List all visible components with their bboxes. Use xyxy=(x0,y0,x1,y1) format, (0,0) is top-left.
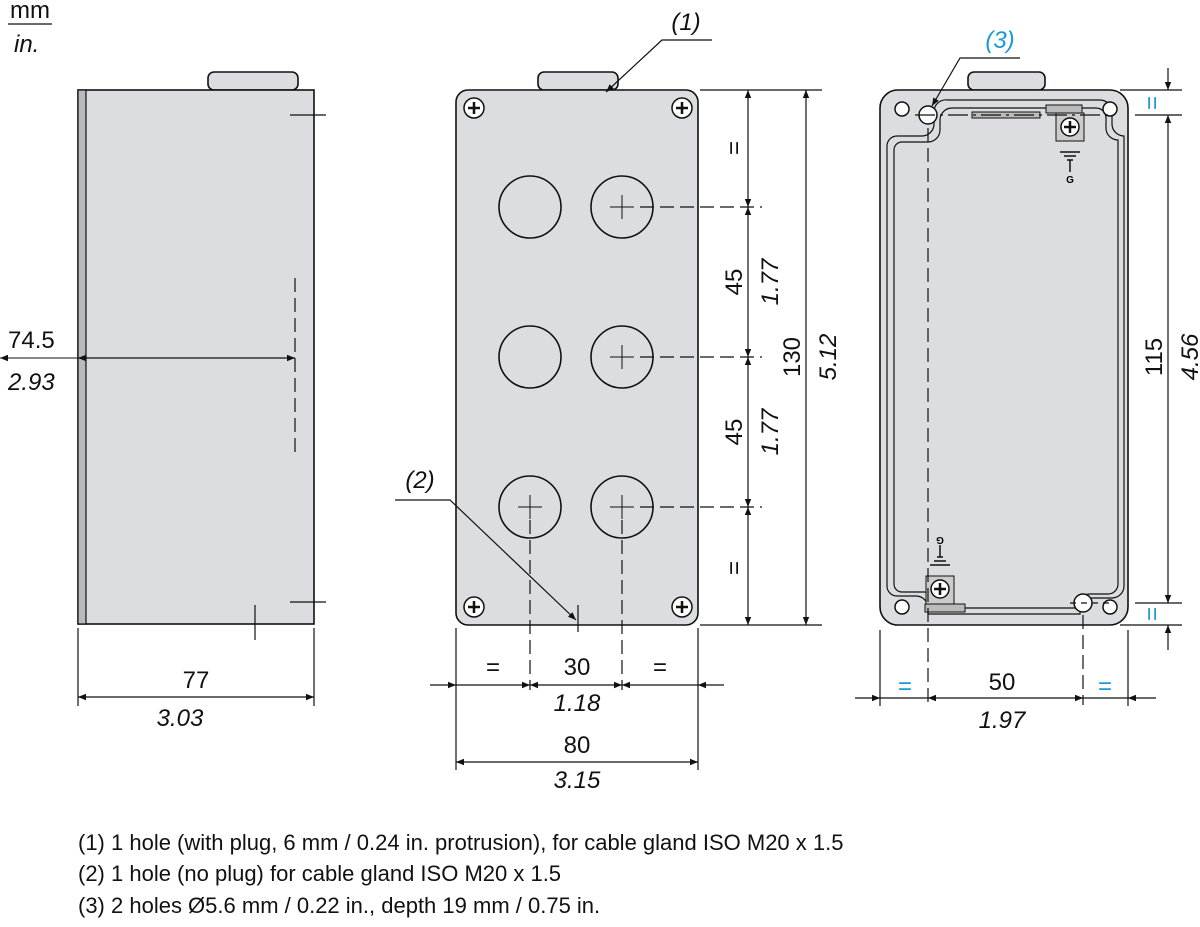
back-bottom-eq: = xyxy=(1139,607,1166,621)
back-right-eq: = xyxy=(1098,673,1112,700)
note-2: (2) 1 hole (no plug) for cable gland ISO… xyxy=(78,861,561,886)
front-pitch1-in: 1.77 xyxy=(757,257,784,305)
back-height-mm: 115 xyxy=(1141,338,1168,376)
front-right-eq: = xyxy=(653,654,667,681)
back-spacing-mm: 50 xyxy=(989,669,1016,696)
back-view: G G = = 115 4.56 = 50 = 1.97 (3) xyxy=(855,27,1200,734)
side-width-mm: 77 xyxy=(183,667,210,694)
front-bottom-eq: = xyxy=(721,561,748,575)
front-width-in: 3.15 xyxy=(554,767,601,794)
front-view: = 45 1.77 45 1.77 = 130 5.12 = 30 = 1.18… xyxy=(395,9,842,794)
front-spacing-mm: 30 xyxy=(564,654,591,681)
note-1: (1) 1 hole (with plug, 6 mm / 0.24 in. p… xyxy=(78,830,843,855)
front-spacing-in: 1.18 xyxy=(554,690,601,717)
front-pitch2-mm: 45 xyxy=(721,419,748,446)
ground-label-top: G xyxy=(1066,175,1074,186)
back-height-in: 4.56 xyxy=(1177,333,1200,380)
ground-label-bottom: G xyxy=(936,534,944,545)
callout-3: (3) xyxy=(985,27,1014,54)
notes: (1) 1 hole (with plug, 6 mm / 0.24 in. p… xyxy=(78,830,843,918)
front-pitch2-in: 1.77 xyxy=(757,407,784,455)
side-view: 74.5 2.93 77 3.03 xyxy=(0,71,326,732)
back-top-eq: = xyxy=(1139,96,1166,110)
unit-in: in. xyxy=(14,31,39,58)
front-width-mm: 80 xyxy=(564,732,591,759)
front-left-eq: = xyxy=(486,654,500,681)
side-height-mm: 74.5 xyxy=(8,327,55,354)
ground-terminal-icon: G xyxy=(1055,112,1085,186)
callout-2: (2) xyxy=(405,467,434,494)
callout-1: (1) xyxy=(671,9,700,36)
back-spacing-in: 1.97 xyxy=(979,707,1027,734)
screw-icons xyxy=(463,97,693,618)
side-height-in: 2.93 xyxy=(7,369,55,396)
side-width-in: 3.03 xyxy=(157,705,204,732)
ground-terminal-icon: G xyxy=(924,534,966,613)
front-top-eq: = xyxy=(721,141,748,155)
front-pitch1-mm: 45 xyxy=(721,269,748,296)
back-left-eq: = xyxy=(898,673,912,700)
note-3: (3) 2 holes Ø5.6 mm / 0.22 in., depth 19… xyxy=(78,893,600,918)
front-height-mm: 130 xyxy=(779,337,806,377)
unit-mm: mm xyxy=(10,0,50,24)
units-legend: mm in. xyxy=(8,0,52,58)
front-height-in: 5.12 xyxy=(815,334,842,381)
